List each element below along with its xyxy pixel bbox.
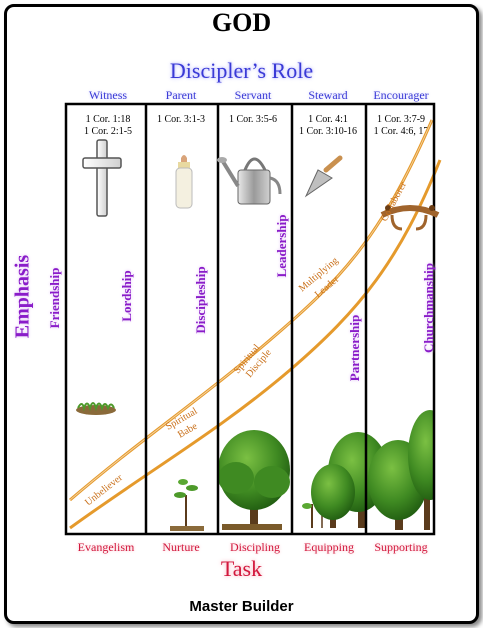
reference-line: 1 Cor. 3:1-3: [156, 114, 206, 125]
reference-line: 1 Cor. 4:1: [308, 114, 348, 125]
disciplers-role-title: Discipler’s Role: [169, 58, 314, 83]
grass-patch-icon: [76, 402, 116, 415]
seedling-icon: [170, 479, 204, 531]
column-grid: [64, 102, 436, 536]
reference-steward: 1 Cor. 4:1 1 Cor. 3:10-16: [290, 114, 366, 138]
task-supporting: Supporting: [374, 540, 428, 554]
emphasis-lordship: Lordship: [119, 270, 134, 322]
role-steward: Steward: [308, 88, 348, 102]
yoke-icon: [380, 205, 440, 231]
tree-medium-icon: [218, 430, 290, 530]
emphasis-friendship: Friendship: [47, 267, 62, 329]
emphasis-partnership: Partnership: [347, 314, 362, 382]
task-nurture: Nurture: [162, 540, 200, 554]
master-builder-footer: Master Builder: [189, 598, 294, 615]
role-parent: Parent: [165, 88, 197, 102]
emphasis-churchmanship: Churchmanship: [421, 262, 436, 354]
emphasis-leadership: Leadership: [274, 214, 289, 278]
task-title: Task: [220, 556, 263, 581]
reference-line: 1 Cor. 2:1-5: [83, 126, 133, 137]
reference-witness: 1 Cor. 1:18 1 Cor. 2:1-5: [70, 114, 146, 138]
reference-servant: 1 Cor. 3:5-6: [215, 114, 291, 126]
role-witness: Witness: [88, 88, 128, 102]
emphasis-label: Emphasis: [11, 254, 34, 339]
reference-encourager: 1 Cor. 3:7-9 1 Cor. 4:6, 17: [363, 114, 439, 138]
stage-co-laborer: Co-laborer: [379, 179, 409, 223]
tree-grove-icon: [368, 410, 434, 530]
reference-line: 1 Cor. 3:5-6: [228, 114, 278, 125]
task-equipping: Equipping: [304, 540, 354, 554]
reference-line: 1 Cor. 3:10-16: [298, 126, 358, 137]
reference-line: 1 Cor. 3:7-9: [376, 114, 426, 125]
god-title: GOD: [211, 8, 272, 37]
baby-bottle-icon: [175, 155, 193, 209]
emphasis-discipleship: Discipleship: [193, 266, 208, 334]
trowel-icon: [304, 155, 343, 198]
reference-line: 1 Cor. 1:18: [85, 114, 131, 125]
role-encourager: Encourager: [373, 88, 429, 102]
task-evangelism: Evangelism: [77, 540, 135, 554]
role-servant: Servant: [234, 88, 272, 102]
reference-line: 1 Cor. 4:6, 17: [373, 126, 429, 137]
tree-illustrations: [170, 410, 434, 531]
cross-icon: [82, 139, 122, 217]
reference-parent: 1 Cor. 3:1-3: [143, 114, 219, 126]
task-discipling: Discipling: [230, 540, 280, 554]
watering-can-icon: [217, 157, 282, 205]
